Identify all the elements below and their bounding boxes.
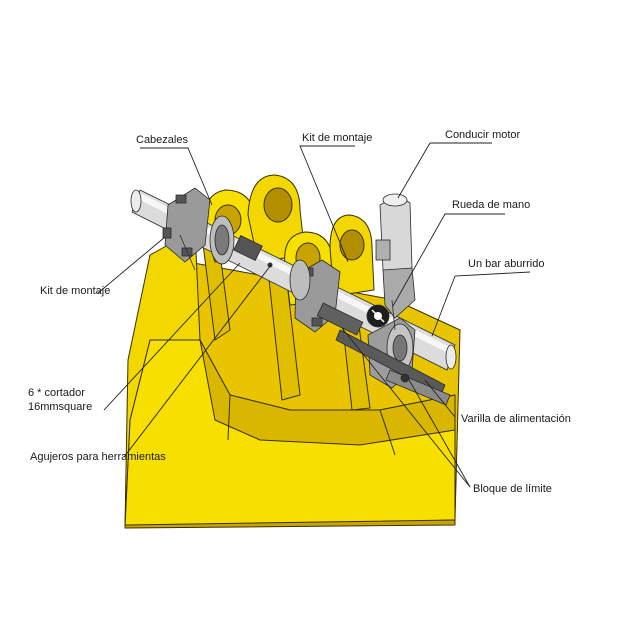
label-conducir: Conducir motor [445,129,521,141]
leader-lines [97,142,531,488]
label-cortador-2: 16mmsquare [28,401,92,413]
tool-hole-pin [267,262,273,268]
left-head-plate [164,187,211,263]
label-kit-left: Kit de montaje [40,285,110,297]
leader-bloque-2 [341,327,471,488]
leader-varilla [424,379,456,418]
leader-bloque-1 [407,377,471,488]
boring-bar-end-right [445,344,457,370]
bucket-crease-1 [227,394,231,441]
label-bloque: Bloque de límite [473,483,552,495]
feed-unit-core [392,334,408,362]
label-agujeros: Agujeros para herramientas [30,451,166,463]
motor-drive-shaft [391,299,396,331]
label-bar: Un bar aburrido [468,258,544,270]
motor-junction-box [375,239,391,261]
tool-pins [179,234,273,271]
left-head-bolt-3 [162,227,172,239]
label-cabezales: Cabezales [136,134,188,146]
leader-kit-left [97,236,166,294]
leader-conducir [397,142,492,199]
center-bearing-ring [289,259,311,301]
feed-unit [335,317,451,406]
left-bearing-core [214,224,230,256]
motor-cap [382,193,408,207]
label-varilla: Varilla de alimentación [461,413,571,425]
bucket-crease-2 [379,409,396,456]
left-bearing-collar [233,235,263,261]
motor-body [379,194,413,279]
leader-cortador [103,262,241,411]
cutter-pin [179,234,196,271]
hand-wheel-spoke [371,309,385,323]
leader-cabezales [140,147,213,206]
left-head-bolt-1 [175,194,187,204]
limit-block [400,373,410,383]
left-bearing-head [162,187,263,265]
leader-agujeros [123,264,272,458]
center-bearing-head [289,259,364,336]
leader-rueda [392,213,505,307]
leader-kit-top [299,145,355,263]
label-rueda: Rueda de mano [452,199,530,211]
drive-motor [375,193,416,331]
center-head-bolt-2 [311,317,323,327]
ear-right-b-hole [339,229,365,261]
bucket-inner-floor [199,339,456,446]
label-cortador-1: 6 * cortador [28,387,85,399]
label-kit-top: Kit de montaje [302,132,372,144]
bucket-bottom-lip [124,519,456,529]
hand-wheel [366,304,390,328]
center-bearing-collar [316,302,364,336]
labels: Cabezales Kit de montaje Conducir motor … [28,129,571,495]
ear-center-hole [263,187,293,223]
leader-bar [431,271,531,337]
boring-bar-end-left [130,189,142,213]
